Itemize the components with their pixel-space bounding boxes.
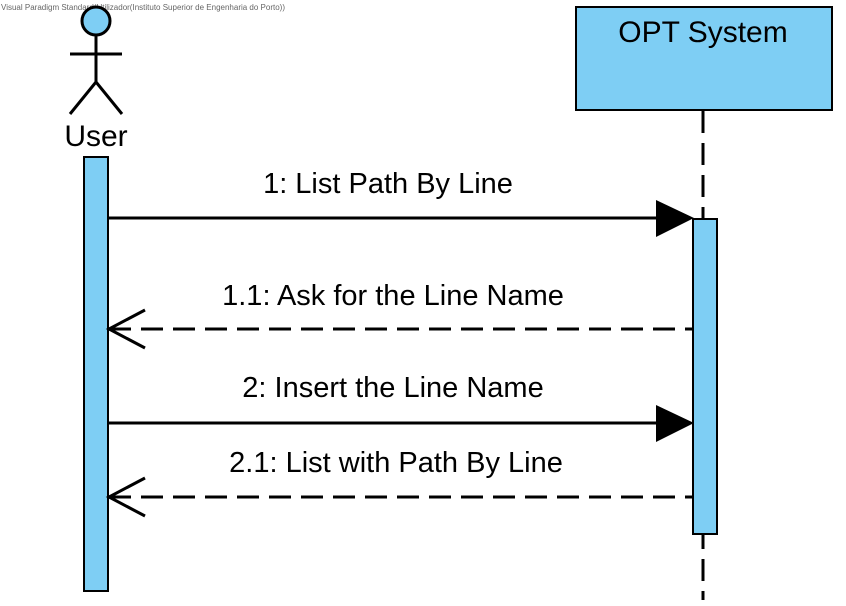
message-1-arrowhead-icon	[656, 200, 694, 237]
system-activation-bar	[692, 218, 718, 535]
message-1-1-arrowhead-icon	[105, 308, 146, 350]
message-2-1-label: 2.1: List with Path By Line	[229, 447, 563, 479]
message-1-label: 1: List Path By Line	[263, 168, 513, 200]
actor-label: User	[64, 120, 127, 153]
message-2-arrowhead-icon	[656, 405, 694, 442]
message-2-1-arrowhead-icon	[105, 476, 146, 518]
system-label: OPT System	[618, 16, 787, 49]
user-activation-bar	[83, 156, 109, 592]
system-lifeline-box	[575, 6, 833, 111]
user-actor-icon	[68, 5, 124, 115]
message-1-1-label: 1.1: Ask for the Line Name	[222, 280, 564, 312]
watermark-text: Visual Paradigm Standard(Utilizador(Inst…	[1, 3, 285, 12]
message-2-label: 2: Insert the Line Name	[242, 372, 543, 404]
